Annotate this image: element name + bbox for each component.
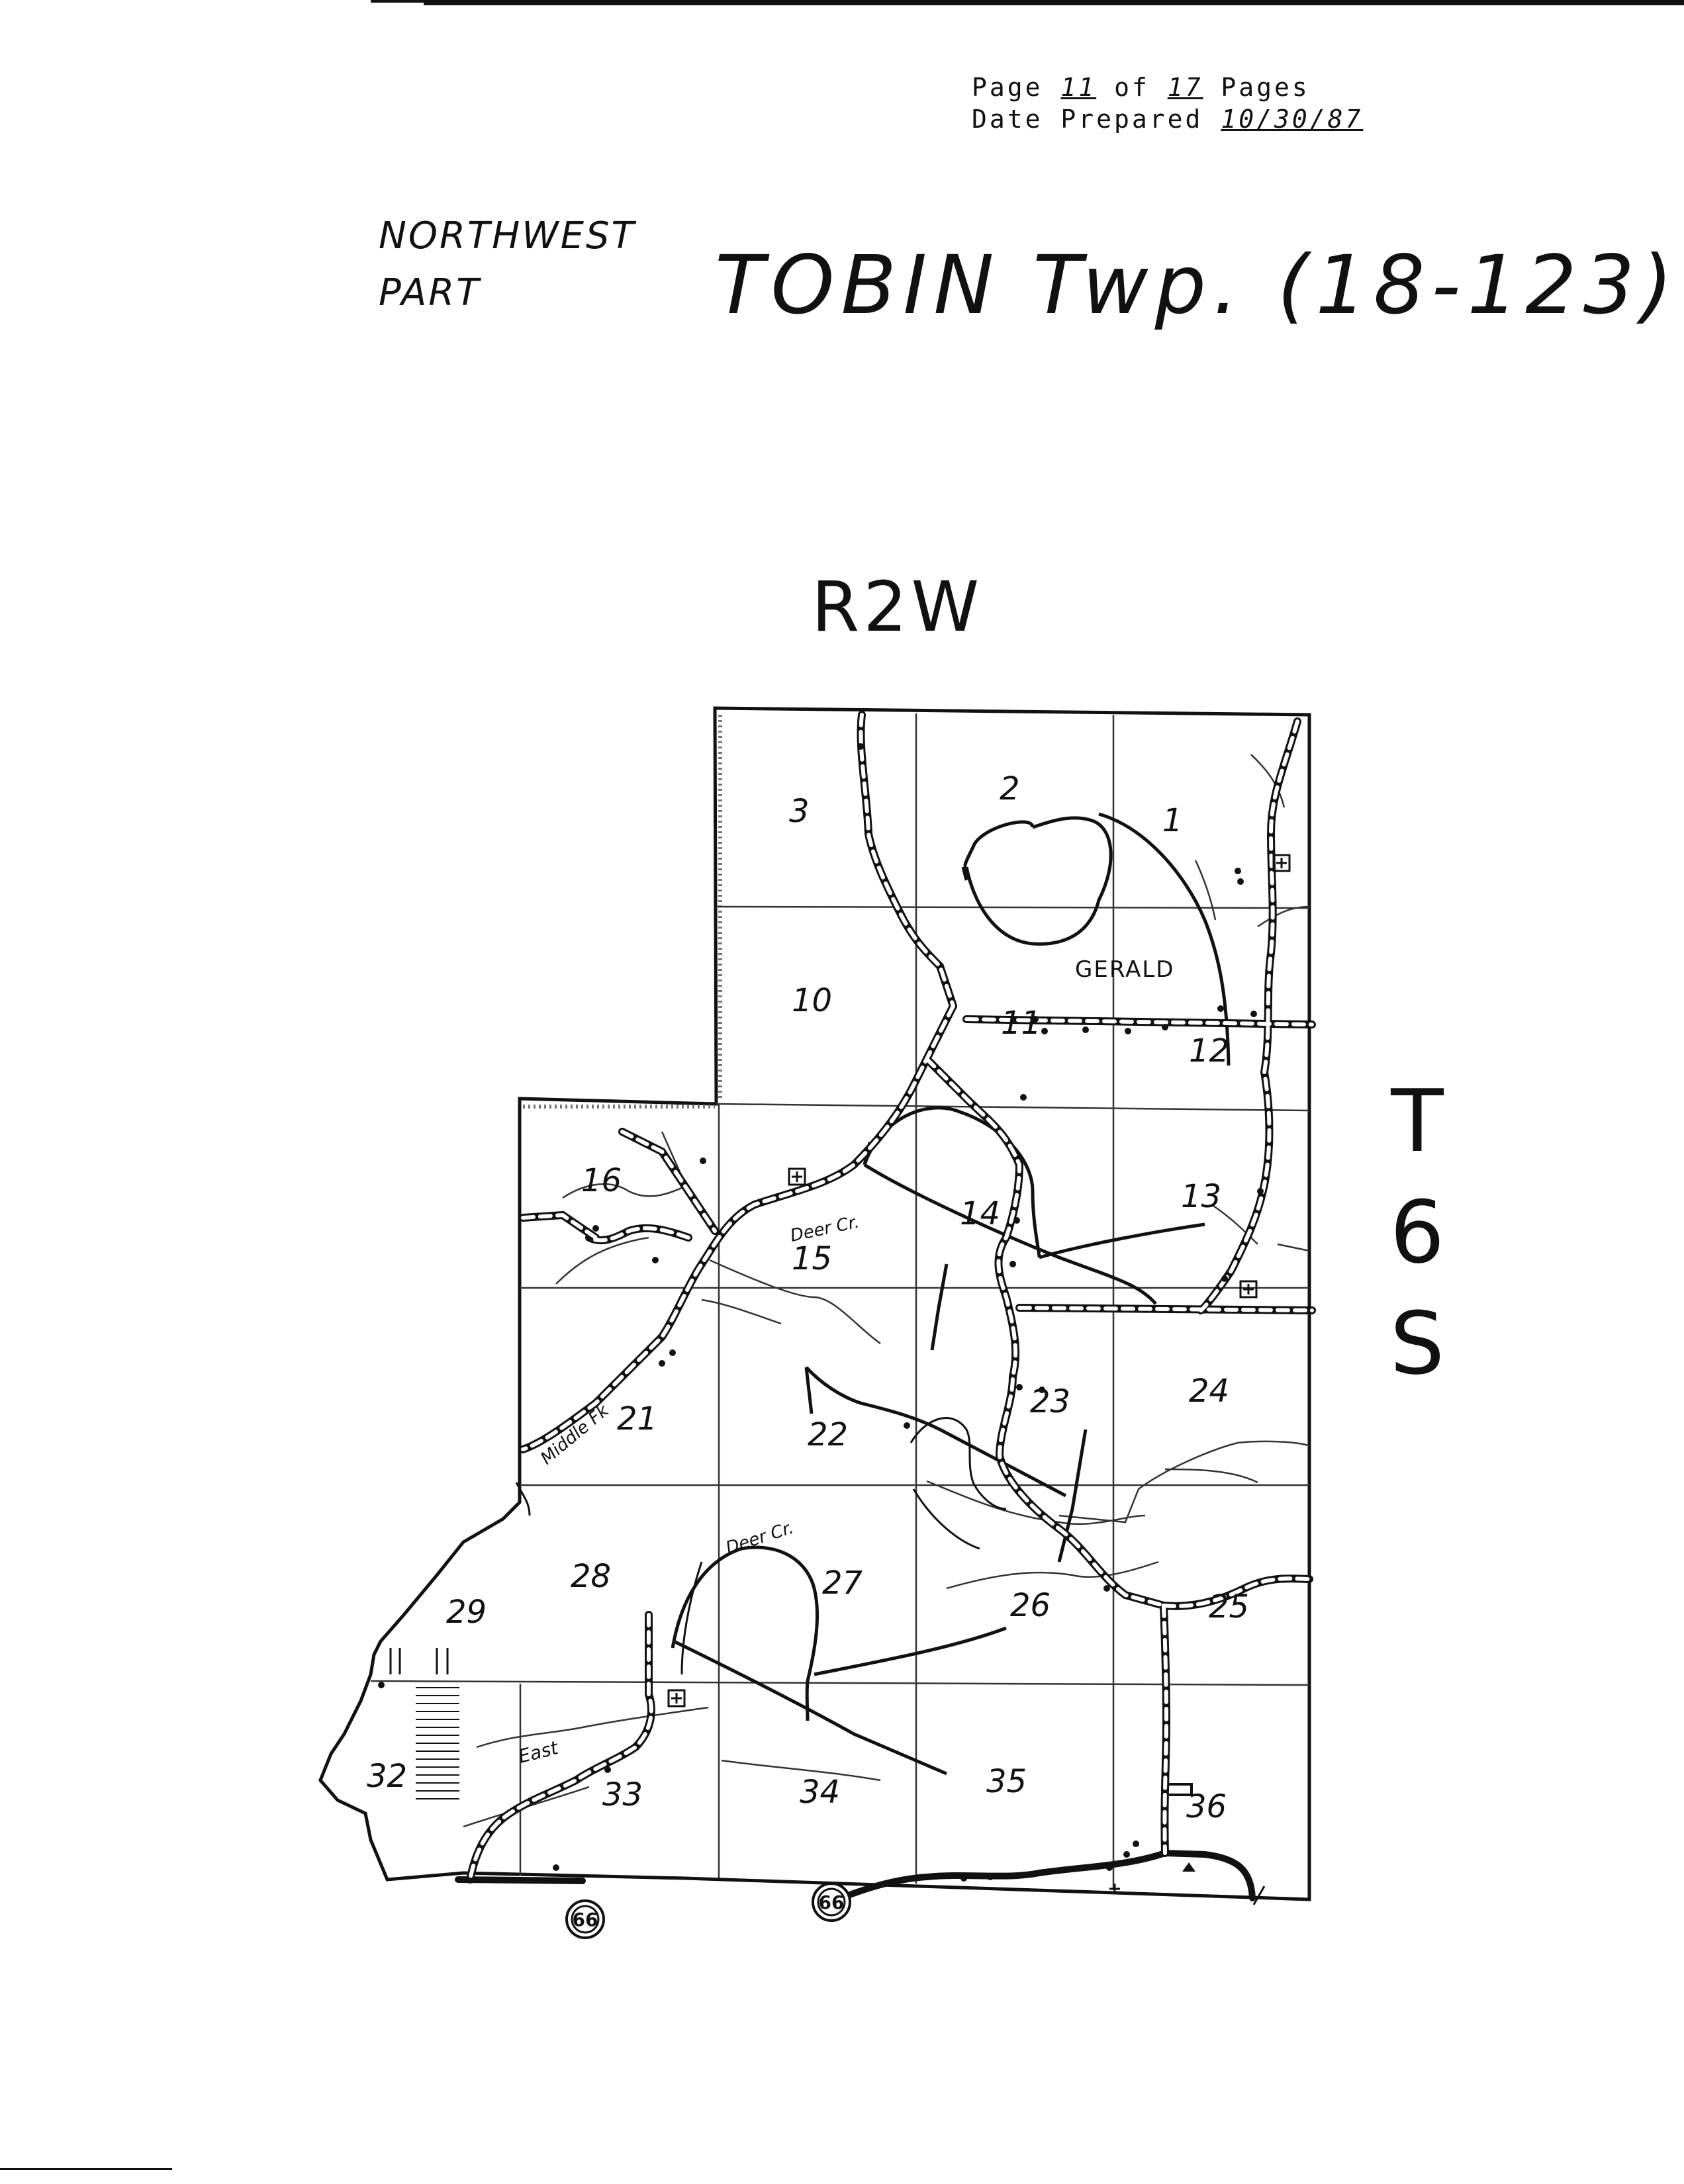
streams bbox=[463, 754, 1310, 1828]
section-label-24: 24 bbox=[1189, 1373, 1229, 1410]
top-border-tick bbox=[371, 0, 463, 3]
date-label: Date Prepared bbox=[972, 105, 1203, 134]
highway-66 bbox=[455, 1849, 1256, 1909]
section-label-13: 13 bbox=[1181, 1178, 1221, 1215]
section-label-32: 32 bbox=[367, 1758, 407, 1795]
section-label-27: 27 bbox=[822, 1565, 863, 1602]
section-label-33: 33 bbox=[602, 1776, 643, 1813]
top-border-line bbox=[424, 0, 1684, 5]
section-label-2: 2 bbox=[1000, 770, 1020, 807]
primary-roads bbox=[466, 711, 1316, 1884]
section-label-1: 1 bbox=[1162, 802, 1183, 839]
section-labels: 1 2 3 10 11 12 13 14 15 16 21 22 23 24 2… bbox=[367, 770, 1249, 1825]
section-grid bbox=[370, 713, 1310, 1890]
section-label-28: 28 bbox=[571, 1558, 611, 1595]
section-label-35: 35 bbox=[986, 1763, 1027, 1800]
section-label-26: 26 bbox=[1010, 1587, 1051, 1624]
route-marker-label-east: 66 bbox=[819, 1891, 845, 1913]
section-label-22: 22 bbox=[808, 1416, 848, 1453]
of-label: of bbox=[1114, 73, 1150, 102]
section-label-25: 25 bbox=[1209, 1588, 1249, 1625]
section-label-10: 10 bbox=[792, 982, 832, 1019]
section-label-12: 12 bbox=[1189, 1032, 1229, 1069]
hatched-area bbox=[416, 1681, 459, 1800]
section-label-23: 23 bbox=[1030, 1383, 1070, 1420]
range-label: R2W bbox=[812, 567, 984, 647]
cemetery-icons bbox=[667, 854, 1291, 1894]
page-count-line: Page 11 of 17 Pages bbox=[972, 71, 1363, 103]
township-line3: S bbox=[1389, 1293, 1445, 1394]
section-label-11: 11 bbox=[1001, 1005, 1041, 1042]
section-label-14: 14 bbox=[960, 1195, 1000, 1232]
route-marker-label-west: 66 bbox=[573, 1909, 598, 1931]
section-label-29: 29 bbox=[446, 1594, 487, 1631]
bottom-border-line bbox=[0, 2168, 172, 2170]
page-header: Page 11 of 17 Pages Date Prepared 10/30/… bbox=[972, 71, 1363, 135]
town-label-gerald: GERALD bbox=[1075, 956, 1174, 983]
section-label-15: 15 bbox=[792, 1240, 832, 1277]
page-number: 11 bbox=[1060, 73, 1097, 102]
township-map: 1 2 3 10 11 12 13 14 15 16 21 22 23 24 2… bbox=[318, 706, 1316, 1939]
stream-label-east: East bbox=[516, 1737, 561, 1768]
hatched-ticks bbox=[389, 1648, 449, 1674]
date-line: Date Prepared 10/30/87 bbox=[972, 103, 1363, 135]
page-label: Page bbox=[972, 73, 1043, 102]
unpaved-roads bbox=[515, 1417, 1266, 1905]
route-marker-66-west: 66 bbox=[565, 1899, 605, 1939]
building-dots bbox=[378, 743, 1264, 1882]
page-title: TOBIN Twp. (18-123) bbox=[715, 238, 1679, 332]
page-total: 17 bbox=[1167, 73, 1203, 102]
date-value: 10/30/87 bbox=[1221, 105, 1364, 134]
township-line2: 6 bbox=[1389, 1182, 1445, 1283]
location-note-line1: NORTHWEST bbox=[379, 214, 636, 257]
section-label-21: 21 bbox=[617, 1400, 657, 1437]
section-label-16: 16 bbox=[581, 1162, 622, 1199]
pages-label: Pages bbox=[1221, 73, 1310, 102]
section-label-36: 36 bbox=[1186, 1788, 1227, 1825]
township-label: T 6 S bbox=[1374, 1066, 1460, 1399]
township-line1: T bbox=[1391, 1071, 1444, 1171]
flag-icon bbox=[1169, 1783, 1193, 1796]
building-icon bbox=[1182, 1862, 1195, 1872]
local-roads bbox=[671, 812, 1231, 1776]
location-note: NORTHWEST PART bbox=[379, 208, 636, 322]
township-boundary bbox=[318, 706, 1311, 1901]
section-label-3: 3 bbox=[789, 793, 810, 830]
location-note-line2: PART bbox=[379, 271, 481, 314]
section-label-34: 34 bbox=[800, 1774, 840, 1811]
route-marker-66-east: 66 bbox=[812, 1882, 851, 1922]
